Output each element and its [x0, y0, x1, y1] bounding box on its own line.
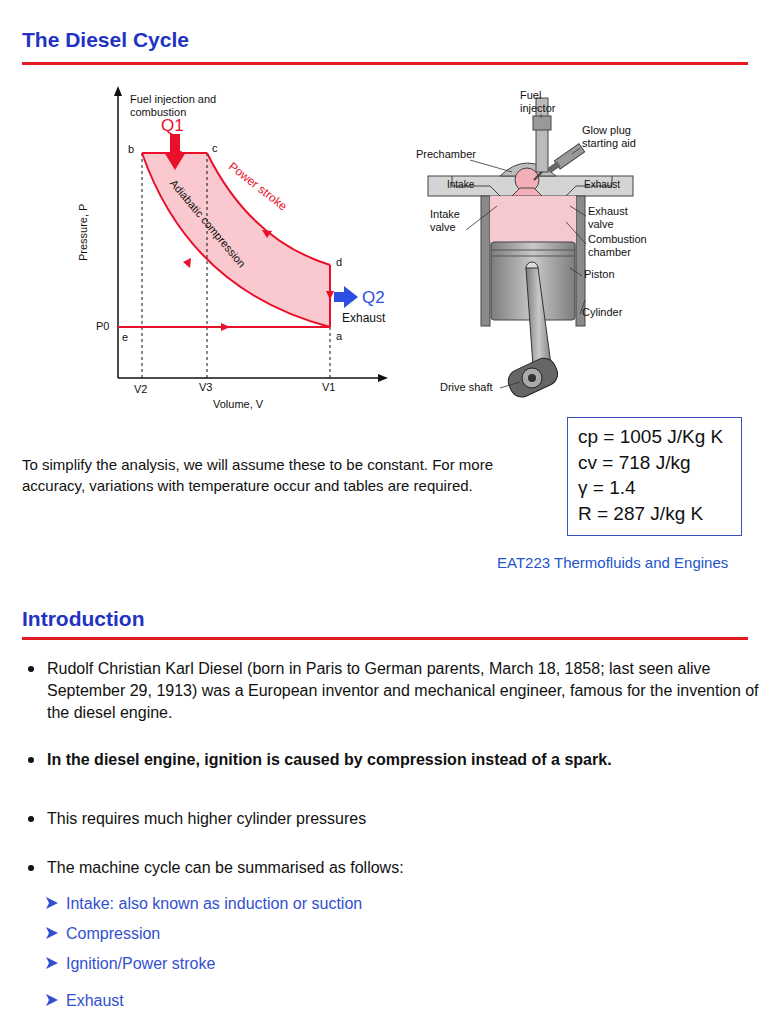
part-name: Prechamber — [416, 148, 476, 161]
course-code: EAT223 Thermofluids and Engines — [497, 553, 728, 574]
state-point: c — [212, 142, 218, 155]
part-name: Combustion chamber — [588, 233, 668, 258]
axis-value: P0 — [96, 320, 109, 333]
arrow-bullets — [46, 897, 58, 1006]
sub-bullet-text: Intake: also known as induction or sucti… — [66, 893, 362, 915]
property-line: γ = 1.4 — [578, 475, 731, 501]
property-line: R = 287 J/kg K — [578, 501, 731, 527]
sub-bullet-text: Exhaust — [66, 990, 124, 1012]
section-heading: Introduction — [22, 605, 144, 634]
heat-label: Q2 — [362, 286, 385, 309]
part-name: Intake valve — [430, 208, 474, 233]
bullet-text: In the diesel engine, ignition is caused… — [47, 749, 759, 771]
axis-value: V3 — [199, 381, 212, 394]
part-name: Exhaust — [584, 179, 620, 191]
axis-value: V2 — [134, 383, 147, 396]
bullet-text: Rudolf Christian Karl Diesel (born in Pa… — [47, 658, 759, 724]
property-line: cv = 718 J/kg — [578, 450, 731, 476]
part-name: Drive shaft — [440, 381, 493, 394]
state-point: b — [128, 143, 134, 156]
part-name: Glow plug starting aid — [582, 124, 662, 149]
axis-title: Volume, V — [213, 398, 263, 411]
annotation: Exhaust — [342, 312, 385, 326]
note-text: To simplify the analysis, we will assume… — [22, 455, 542, 496]
pv-diagram — [114, 86, 388, 382]
sub-bullet-text: Compression — [66, 923, 160, 945]
heading-rule — [22, 637, 748, 640]
axis-title: Pressure, P — [77, 204, 90, 261]
state-point: d — [336, 256, 342, 269]
slide-title: The Diesel Cycle — [22, 28, 189, 52]
part-name: Intake — [447, 179, 474, 191]
axis-value: V1 — [322, 381, 335, 394]
heat-label: Q1 — [161, 114, 184, 137]
state-point: a — [336, 330, 342, 343]
part-name: Piston — [584, 268, 615, 281]
part-name: Fuel injector — [520, 89, 566, 114]
bullet-text: The machine cycle can be summarised as f… — [47, 857, 759, 879]
title-rule — [22, 62, 748, 65]
part-name: Exhaust valve — [588, 205, 636, 230]
property-line: cp = 1005 J/Kg K — [578, 424, 731, 450]
bullet-dots — [28, 666, 34, 871]
annotation: Fuel injection and combustion — [130, 93, 242, 118]
property-box: cp = 1005 J/Kg Kcv = 718 J/kgγ = 1.4R = … — [567, 417, 742, 536]
state-point: e — [122, 331, 128, 344]
sub-bullet-text: Ignition/Power stroke — [66, 953, 215, 975]
bullet-text: This requires much higher cylinder press… — [47, 808, 759, 830]
part-name: Cylinder — [582, 306, 622, 319]
